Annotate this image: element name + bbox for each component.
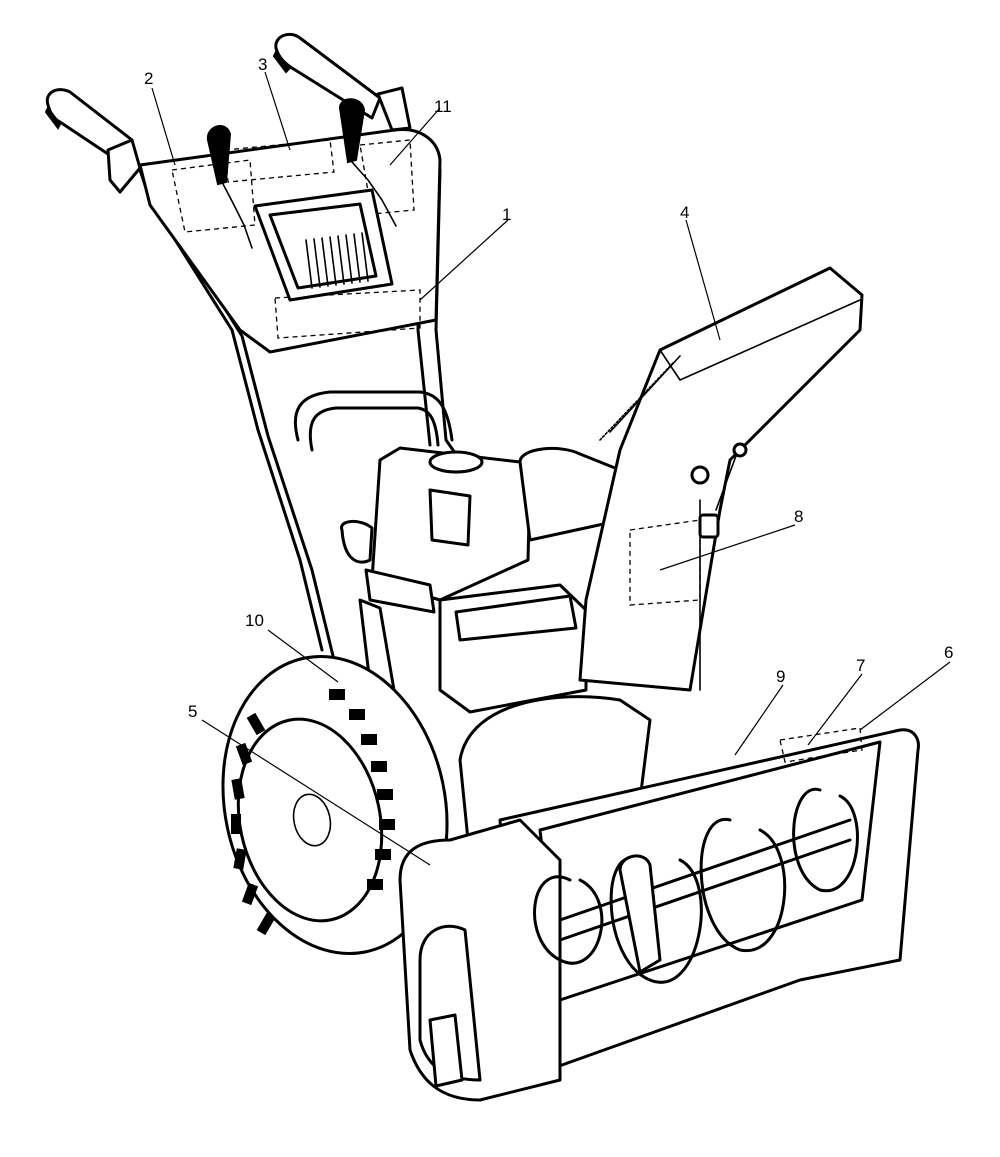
callout-1: 1 bbox=[502, 205, 511, 224]
discharge-chute bbox=[578, 266, 864, 692]
handlebar-left bbox=[44, 88, 142, 194]
callout-11: 11 bbox=[434, 97, 452, 116]
leader-3 bbox=[264, 71, 291, 151]
leader-2 bbox=[151, 87, 176, 166]
callout-2: 2 bbox=[144, 69, 153, 88]
handlebar-right bbox=[272, 32, 412, 132]
leader-1 bbox=[419, 219, 509, 301]
leader-11 bbox=[389, 107, 441, 166]
auger bbox=[533, 787, 859, 984]
callout-5: 5 bbox=[188, 702, 197, 721]
leader-8 bbox=[659, 524, 796, 571]
callout-8: 8 bbox=[794, 507, 803, 526]
leader-lines bbox=[151, 71, 951, 866]
leader-4 bbox=[685, 219, 721, 341]
control-lever-right bbox=[338, 98, 397, 227]
callout-6: 6 bbox=[944, 643, 953, 662]
callout-10: 10 bbox=[245, 611, 264, 630]
control-lever-left bbox=[206, 125, 253, 249]
leader-5 bbox=[201, 719, 431, 866]
callouts: 1 2 3 4 5 6 7 8 9 10 11 bbox=[144, 55, 953, 721]
leader-6 bbox=[859, 661, 951, 731]
callout-3: 3 bbox=[258, 55, 267, 74]
auger-housing bbox=[398, 695, 920, 1102]
leader-7 bbox=[807, 673, 863, 746]
headlight bbox=[253, 188, 394, 302]
callout-9: 9 bbox=[776, 667, 785, 686]
callout-4: 4 bbox=[680, 203, 689, 222]
leader-9 bbox=[734, 684, 784, 756]
callout-7: 7 bbox=[856, 656, 865, 675]
leader-10 bbox=[267, 629, 339, 683]
